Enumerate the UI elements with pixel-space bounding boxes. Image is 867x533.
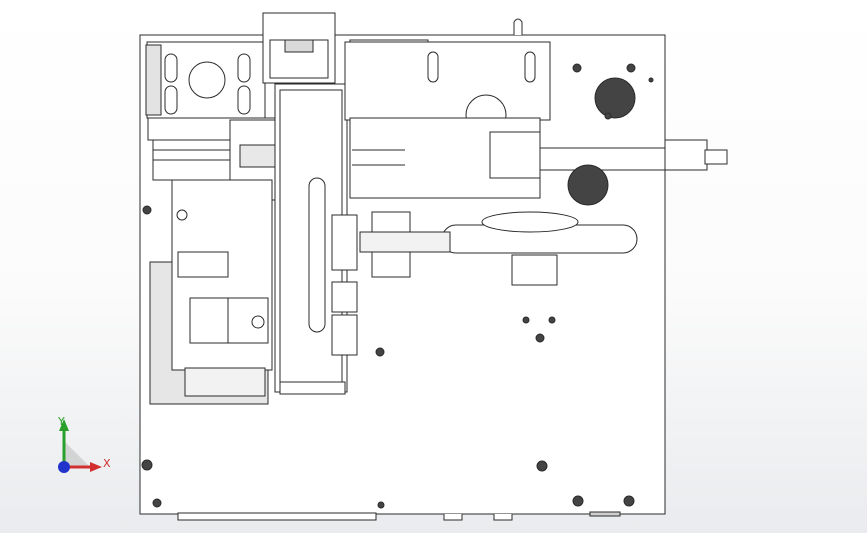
base-plate-right-tab bbox=[589, 511, 621, 517]
slot-4 bbox=[237, 85, 251, 115]
right-slot-2 bbox=[524, 51, 536, 83]
column-slot bbox=[308, 177, 326, 333]
right-slot-1 bbox=[427, 51, 439, 83]
mounting-hole bbox=[548, 316, 556, 324]
axis-y-label: Y bbox=[58, 415, 65, 428]
left-cylinder-rod bbox=[239, 144, 279, 168]
belt-span bbox=[359, 231, 451, 253]
mount-bore-left bbox=[188, 61, 226, 99]
right-bore-top bbox=[594, 77, 636, 119]
pulley-top bbox=[481, 211, 579, 233]
mounting-hole bbox=[152, 498, 162, 508]
column-foot bbox=[279, 381, 346, 395]
right-bracket bbox=[344, 41, 551, 121]
mounting-hole bbox=[141, 459, 153, 471]
slot-2 bbox=[164, 85, 178, 115]
mounting-hole bbox=[142, 205, 152, 215]
triad-z-axis-origin bbox=[58, 461, 70, 473]
triad-x-arrowhead bbox=[90, 462, 102, 472]
slot-1 bbox=[164, 53, 178, 83]
small-stepper-shaft bbox=[251, 315, 265, 329]
pulley-hub bbox=[511, 254, 558, 286]
cylinder-clamp bbox=[489, 131, 541, 179]
column-bracket bbox=[331, 281, 358, 313]
cam-block bbox=[177, 251, 229, 278]
mounting-hole bbox=[536, 460, 548, 472]
top-fitting bbox=[513, 18, 523, 35]
left-mount-strip bbox=[145, 44, 162, 116]
mounting-hole bbox=[522, 316, 530, 324]
lower-guide bbox=[184, 367, 266, 397]
cylinder-fitting bbox=[704, 149, 728, 165]
mounting-hole bbox=[604, 112, 612, 120]
mounting-hole bbox=[626, 63, 636, 73]
bottom-fitting-left bbox=[443, 514, 463, 521]
bottom-fitting-right bbox=[493, 514, 513, 521]
column-bracket bbox=[331, 214, 358, 271]
column-bracket bbox=[331, 314, 358, 356]
air-cylinder bbox=[539, 147, 671, 171]
top-stepper-connector bbox=[284, 39, 314, 53]
small-stepper bbox=[189, 297, 231, 344]
coordinate-triad bbox=[58, 419, 102, 473]
mounting-hole bbox=[648, 77, 654, 83]
triad-y-arrowhead bbox=[59, 419, 69, 431]
cylinder-end-cap bbox=[664, 139, 708, 171]
mounting-hole bbox=[535, 333, 545, 343]
right-bore-bottom bbox=[567, 164, 609, 206]
triad-xy-plane bbox=[64, 441, 90, 467]
mounting-hole bbox=[572, 495, 584, 507]
mounting-hole bbox=[176, 209, 188, 221]
mounting-hole bbox=[572, 63, 582, 73]
mounting-hole bbox=[377, 501, 385, 509]
axis-x-label: X bbox=[103, 457, 111, 470]
base-plate-bottom-tab bbox=[177, 512, 377, 521]
mounting-hole bbox=[375, 347, 385, 357]
mounting-hole bbox=[623, 495, 635, 507]
slot-3 bbox=[237, 53, 251, 83]
